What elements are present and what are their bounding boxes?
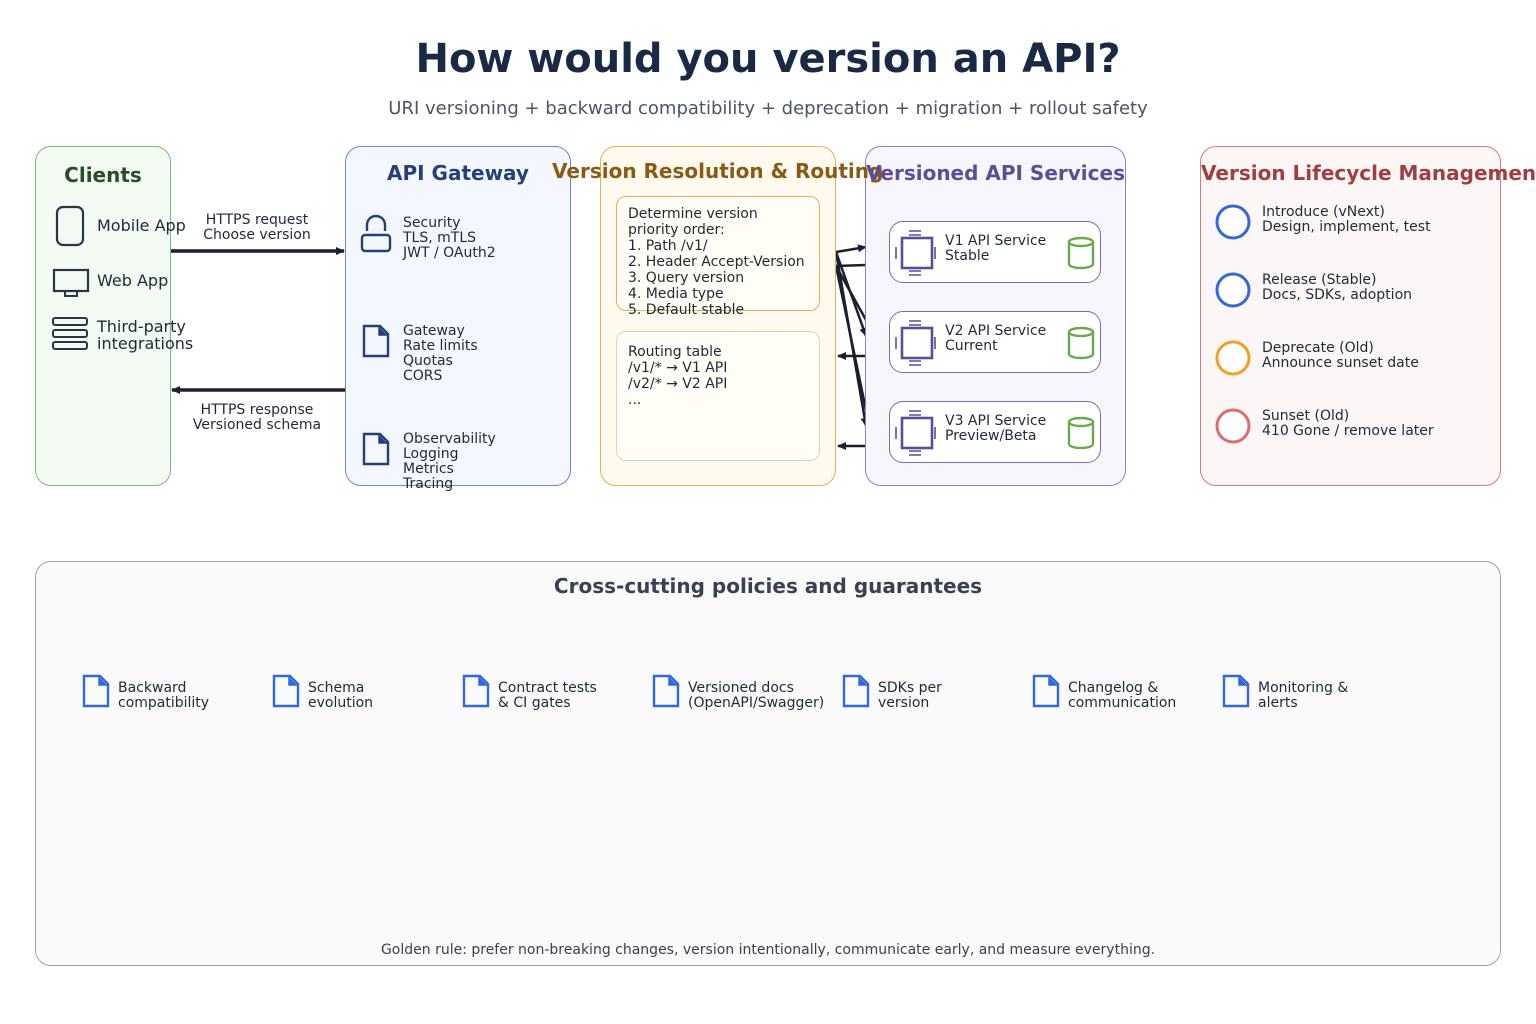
services-title: Versioned API Services xyxy=(866,161,1125,185)
stage-sunset-marker xyxy=(1215,408,1251,444)
stage-release-marker xyxy=(1215,272,1251,308)
client-web-label: Web App xyxy=(97,271,169,290)
database-icon xyxy=(1067,236,1095,270)
mobile-icon xyxy=(55,205,85,247)
document-icon xyxy=(82,674,110,708)
route-arrow-v1 xyxy=(835,244,867,254)
routing-table-text: Routing table/v1/* → V1 API/v2/* → V2 AP… xyxy=(628,344,728,408)
service-status: Stable xyxy=(945,248,990,264)
policy-monitoring: Monitoring &alerts xyxy=(1222,674,1348,712)
gateway-panel: API Gateway xyxy=(345,146,571,486)
database-icon xyxy=(1067,416,1095,450)
policy-versioned-docs: Versioned docs(OpenAPI/Swagger) xyxy=(652,674,824,712)
route-arrow-v1b xyxy=(835,263,867,268)
route-arrow-v3b xyxy=(834,265,868,411)
policy-changelog: Changelog &communication xyxy=(1032,674,1176,712)
version-resolution-box xyxy=(616,196,820,311)
policy-contract-tests: Contract tests& CI gates xyxy=(462,674,597,712)
clients-panel: Clients xyxy=(35,146,171,486)
document-icon xyxy=(652,674,680,708)
stage-introduce-marker xyxy=(1215,204,1251,240)
lifecycle-stage-markers xyxy=(1215,204,1251,444)
document-icon xyxy=(1032,674,1060,708)
document-icon xyxy=(362,432,390,466)
stage-deprecate-marker xyxy=(1215,340,1251,376)
policies-panel: Cross-cutting policies and guarantees Go… xyxy=(35,561,1501,966)
chip-icon xyxy=(895,410,936,456)
route-arrow-v2b xyxy=(834,265,868,321)
lock-icon xyxy=(360,214,392,253)
stage-deprecate: Deprecate (Old)Announce sunset date xyxy=(1262,340,1419,371)
server-stack-icon xyxy=(52,317,88,350)
service-name: V3 API Service xyxy=(945,413,1047,429)
document-icon xyxy=(462,674,490,708)
stage-release: Release (Stable)Docs, SDKs, adoption xyxy=(1262,272,1413,303)
document-icon xyxy=(1222,674,1250,708)
gateway-title: API Gateway xyxy=(387,161,529,185)
stage-introduce: Introduce (vNext)Design, implement, test xyxy=(1262,204,1431,235)
document-icon xyxy=(842,674,870,708)
clients-title: Clients xyxy=(64,163,142,187)
chip-icon xyxy=(895,320,936,366)
routing-table-box xyxy=(616,331,820,461)
database-icon xyxy=(1067,326,1095,360)
service-name: V2 API Service xyxy=(945,323,1047,339)
stage-sunset: Sunset (Old)410 Gone / remove later xyxy=(1262,408,1434,439)
service-name: V1 API Service xyxy=(945,233,1047,249)
service-status: Preview/Beta xyxy=(945,428,1037,444)
document-icon xyxy=(362,324,390,358)
service-status: Current xyxy=(945,338,998,354)
page-subtitle: URI versioning + backward compatibility … xyxy=(388,98,1148,119)
client-mobile-label: Mobile App xyxy=(97,216,186,235)
chip-icon xyxy=(895,230,936,276)
lifecycle-title: Version Lifecycle Management xyxy=(1201,161,1536,185)
monitor-icon xyxy=(52,268,90,297)
policies-title: Cross-cutting policies and guarantees xyxy=(553,574,983,598)
document-icon xyxy=(272,674,300,708)
page-title: How would you version an API? xyxy=(415,36,1121,82)
routing-title: Version Resolution & Routing xyxy=(552,159,884,183)
policies-footer: Golden rule: prefer non-breaking changes… xyxy=(380,942,1156,958)
